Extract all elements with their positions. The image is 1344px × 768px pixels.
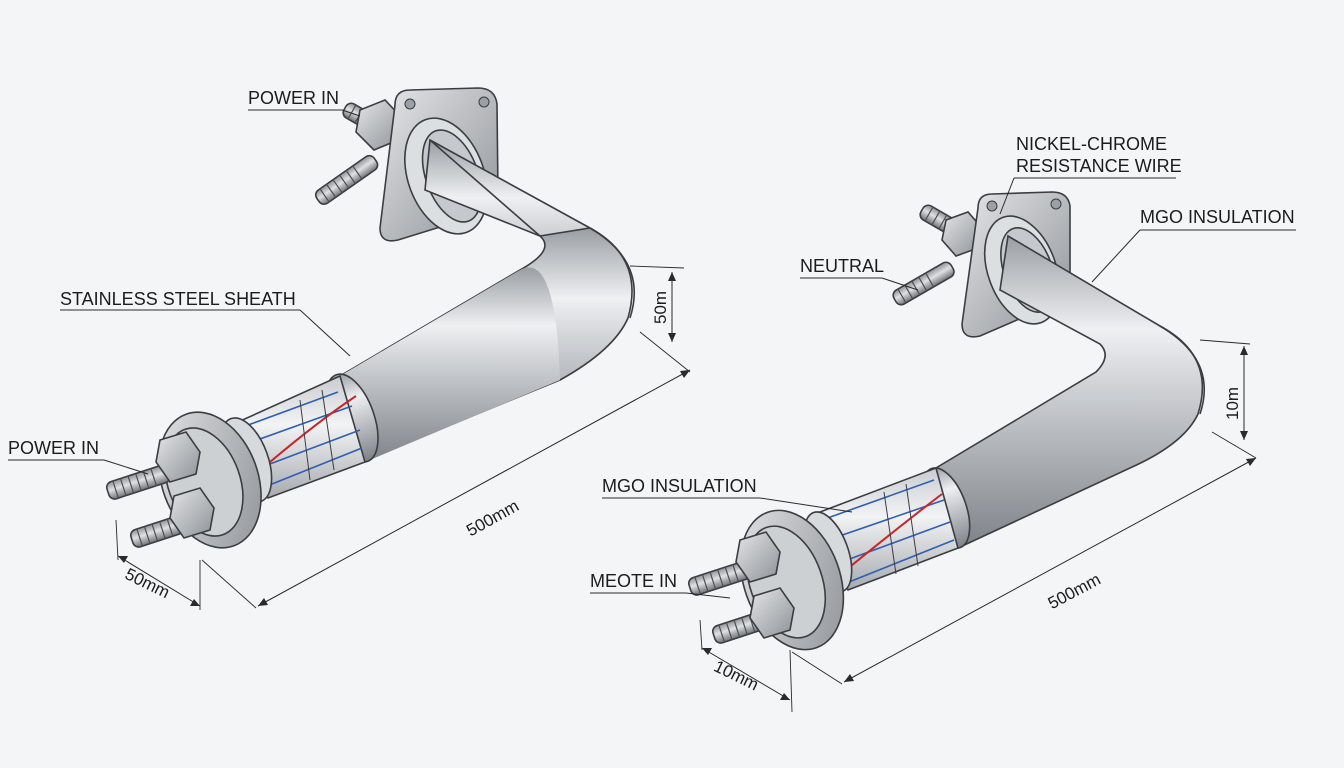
left-hex-nut-upper — [155, 431, 201, 483]
right-end-terminal — [687, 509, 845, 651]
label-neutral: NEUTRAL — [800, 256, 884, 276]
left-tube — [325, 138, 635, 464]
left-wire-blue-3 — [253, 429, 361, 471]
label-resistance-wire: RESISTANCE WIRE — [1016, 156, 1182, 176]
label-power-in-top: POWER IN — [248, 88, 339, 108]
right-heater: NICKEL-CHROME RESISTANCE WIRE MGO INSULA… — [590, 134, 1296, 713]
right-tube — [921, 234, 1205, 550]
right-annotations: NICKEL-CHROME RESISTANCE WIRE MGO INSULA… — [590, 134, 1296, 599]
left-wire-red — [269, 395, 357, 463]
label-nickel-chrome: NICKEL-CHROME — [1016, 134, 1167, 154]
dim-length-left: 500mm — [463, 496, 522, 540]
left-end-terminal — [105, 411, 262, 549]
left-wire-blue-1 — [239, 391, 339, 429]
left-hex-nut-lower — [169, 487, 215, 539]
left-wire-blue-4 — [261, 447, 363, 489]
dim-width-right: 10mm — [711, 657, 762, 695]
dim-width-left: 50mm — [122, 564, 173, 602]
left-annotations: POWER IN STAINLESS STEEL SHEATH POWER IN — [8, 88, 361, 475]
right-top-terminal-bolts — [892, 204, 983, 306]
label-mgo-insulation-top: MGO INSULATION — [1140, 207, 1295, 227]
left-length-dim-line — [257, 369, 691, 607]
right-wire-red — [845, 493, 943, 571]
dim-length-right: 500mm — [1045, 570, 1104, 613]
dim-height-right: 10m — [1223, 387, 1242, 420]
dim-height-left: 50m — [651, 291, 670, 324]
left-heater: POWER IN STAINLESS STEEL SHEATH POWER IN… — [8, 87, 691, 610]
label-stainless-steel-sheath: STAINLESS STEEL SHEATH — [60, 289, 296, 309]
label-mgo-insulation-mid: MGO INSULATION — [602, 476, 757, 496]
label-meote-in: MEOTE IN — [590, 571, 677, 591]
label-power-in-left: POWER IN — [8, 438, 99, 458]
